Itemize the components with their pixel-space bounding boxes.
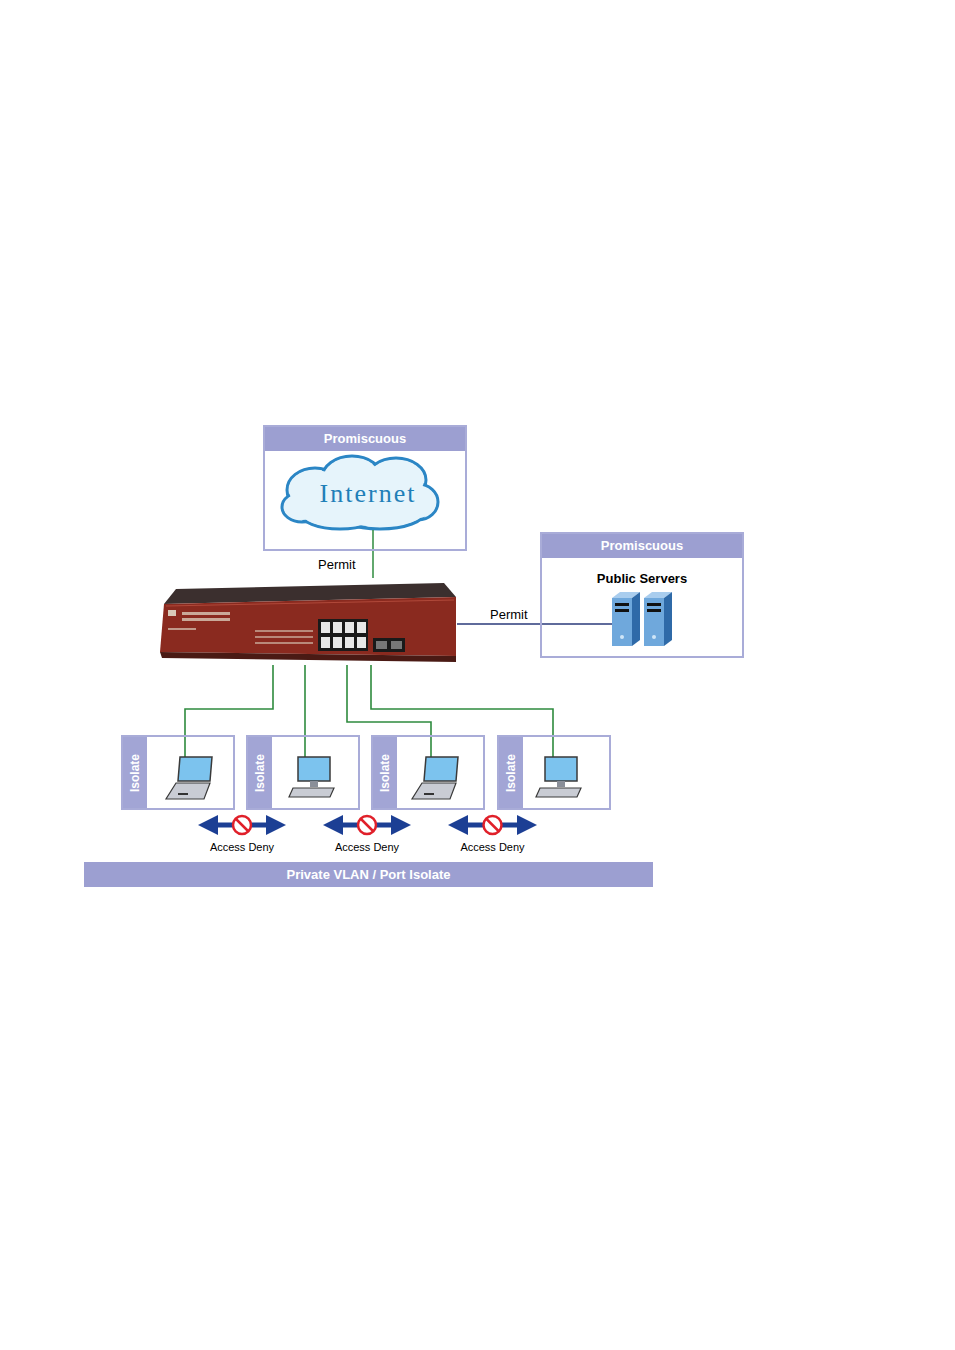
permit-wire <box>372 530 374 578</box>
laptop-icon <box>166 757 212 799</box>
promiscuous-box: PromiscuousInternet <box>263 425 467 551</box>
cloud-label: Internet <box>285 479 451 509</box>
desktop-icon <box>536 757 581 797</box>
server-icon <box>612 592 672 646</box>
box-heading: Promiscuous <box>542 534 742 558</box>
edge-label: Access Deny <box>460 841 524 853</box>
band-label: Private VLAN / Port Isolate <box>84 862 653 887</box>
deny-symbol <box>358 816 376 834</box>
edge-label: Access Deny <box>210 841 274 853</box>
isolate-box: Isolate <box>371 735 485 810</box>
box-body: Public Servers <box>542 571 742 586</box>
managed-switch <box>160 583 456 662</box>
promiscuous-box: PromiscuousPublic Servers <box>540 532 744 658</box>
isolate-box: Isolate <box>497 735 611 810</box>
box-heading: Promiscuous <box>265 427 465 451</box>
deny-symbol <box>484 816 502 834</box>
isolate-box: Isolate <box>121 735 235 810</box>
isolate-label: Isolate <box>128 754 142 792</box>
permit-wire <box>457 623 612 625</box>
deny-symbol <box>233 816 251 834</box>
internet-cloud-node: Internet <box>285 479 451 519</box>
isolate-label: Isolate <box>504 754 518 792</box>
desktop-icon <box>289 757 334 797</box>
edge-label: Access Deny <box>335 841 399 853</box>
isolate-box: Isolate <box>246 735 360 810</box>
laptop-icon <box>412 757 458 799</box>
private-vlan-band: Private VLAN / Port Isolate <box>84 862 653 887</box>
isolate-label: Isolate <box>378 754 392 792</box>
permit-label: Permit <box>490 607 528 622</box>
permit-label: Permit <box>318 557 356 572</box>
isolate-label: Isolate <box>253 754 267 792</box>
